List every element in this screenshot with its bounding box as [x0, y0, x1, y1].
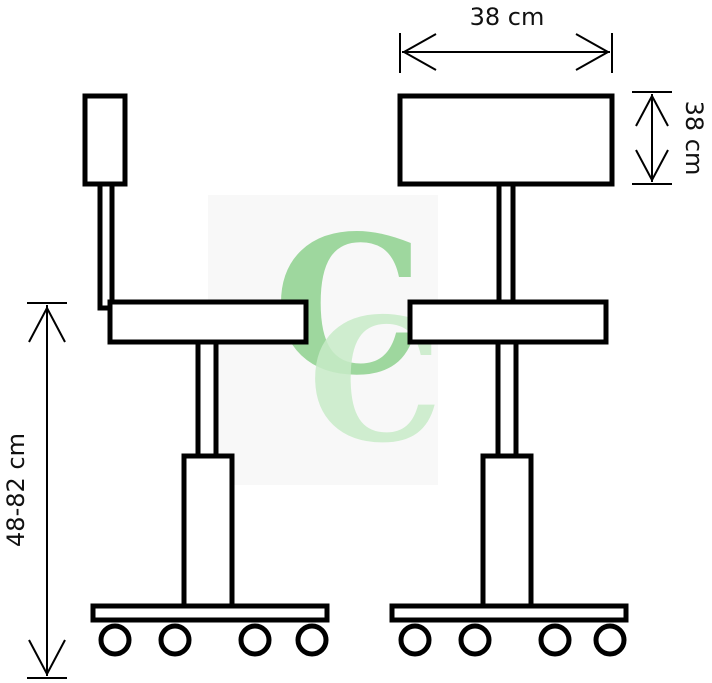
- width-dimension: 38 cm: [399, 3, 613, 73]
- gas-lift-upper-front: [495, 339, 519, 459]
- seat-side: [107, 299, 309, 345]
- backrest-post-side: [97, 181, 115, 311]
- arrow-down-icon: [28, 639, 66, 677]
- caster-wheel: [158, 623, 192, 657]
- width-label: 38 cm: [470, 3, 545, 31]
- arrow-up-icon: [635, 93, 669, 127]
- caster-wheel: [98, 623, 132, 657]
- gas-lift-upper-side: [195, 339, 219, 459]
- backrest-post-front: [496, 181, 516, 305]
- caster-wheel: [295, 623, 329, 657]
- base-front: [389, 603, 629, 623]
- side-view-stool: [82, 93, 330, 657]
- gas-lift-lower-side: [181, 453, 235, 611]
- arrow-left-icon: [401, 33, 437, 71]
- caster-wheel: [238, 623, 272, 657]
- height-dimension: 48-82 cm: [2, 302, 67, 679]
- arrow-right-icon: [575, 33, 611, 71]
- arrow-down-icon: [635, 149, 669, 183]
- caster-wheel: [538, 623, 572, 657]
- backrest-front: [397, 93, 615, 187]
- height-label: 48-82 cm: [2, 433, 30, 547]
- gas-lift-lower-front: [480, 453, 534, 611]
- seat-front: [407, 299, 609, 345]
- caster-wheel: [593, 623, 627, 657]
- caster-wheel: [398, 623, 432, 657]
- base-side: [90, 603, 330, 623]
- depth-dimension: 38 cm: [632, 91, 708, 185]
- watermark-logo: C C: [208, 194, 443, 485]
- front-view-stool: [389, 93, 629, 657]
- arrow-up-icon: [28, 305, 66, 343]
- depth-label: 38 cm: [680, 101, 708, 176]
- caster-wheel: [458, 623, 492, 657]
- backrest-side: [82, 93, 128, 187]
